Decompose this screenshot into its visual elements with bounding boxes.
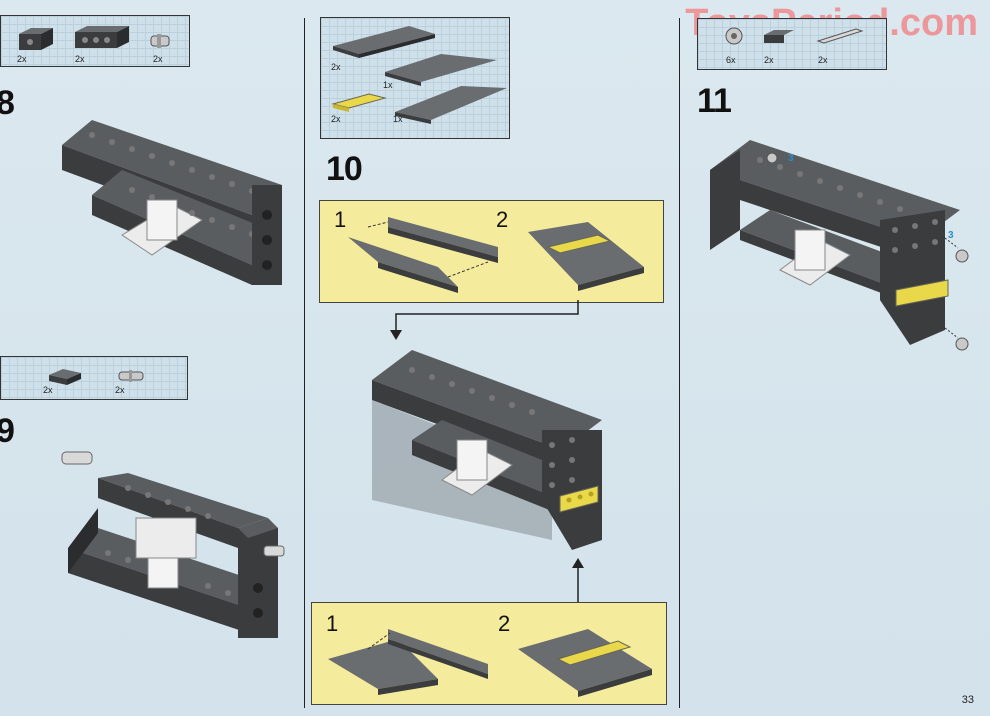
bushing-icon <box>725 27 743 45</box>
substep-bottom-parts <box>328 629 652 697</box>
callout-number: 3 <box>788 153 794 164</box>
qty-label: 2x <box>75 54 85 64</box>
step-number: 10 <box>326 150 363 188</box>
parts-list-step9: 2x 2x <box>0 356 188 400</box>
qty-label: 1x <box>393 114 403 124</box>
wedge-plate-left-icon <box>395 86 507 124</box>
column-divider-right <box>679 18 680 708</box>
substep-box-bottom: 1 2 <box>311 602 667 705</box>
page-number: 33 <box>961 694 974 706</box>
qty-label: 2x <box>764 55 774 65</box>
brick-1x2-icon <box>19 28 53 50</box>
step-number: 8 <box>0 84 15 122</box>
parts-list-step11: 6x 2x 2x <box>697 18 887 70</box>
axle-icon <box>816 28 864 44</box>
step-number: 9 <box>0 412 15 450</box>
substep-top-parts <box>348 217 644 293</box>
wedge-plate-right-icon <box>385 54 497 86</box>
plate-1x4-yellow-icon <box>331 93 387 112</box>
brick-1x4-icon <box>75 26 129 48</box>
parts-list-step8: 2x 2x 2x <box>0 15 190 67</box>
arrow-up-connector <box>572 558 584 604</box>
column-divider-left <box>304 18 305 708</box>
qty-label: 2x <box>43 385 53 395</box>
callout-number: 3 <box>948 230 954 241</box>
substep-number: 2 <box>498 611 511 636</box>
plate-2x6-icon <box>333 26 435 58</box>
arrow-down-connector <box>390 300 579 340</box>
qty-label: 1x <box>383 80 393 90</box>
plate-with-pin-icon <box>49 369 81 385</box>
axle-pin-icon <box>150 34 170 48</box>
parts-list-step10: 2x 1x 2x 1x <box>320 17 510 139</box>
substep-number: 2 <box>496 207 509 232</box>
substep-number: 1 <box>326 611 339 636</box>
assembly-step11 <box>710 140 969 351</box>
qty-label: 2x <box>115 385 125 395</box>
qty-label: 2x <box>17 54 27 64</box>
step-number: 11 <box>697 82 732 120</box>
assembly-step8 <box>62 120 282 285</box>
qty-label: 6x <box>726 55 736 65</box>
qty-label: 2x <box>153 54 163 64</box>
qty-label: 2x <box>331 62 341 72</box>
assembly-step9 <box>61 451 285 638</box>
pin-icon <box>118 370 144 382</box>
assembly-step10 <box>372 350 602 550</box>
qty-label: 2x <box>331 114 341 124</box>
substep-number: 1 <box>334 207 347 232</box>
plate-1x2-icon <box>764 30 794 43</box>
qty-label: 2x <box>818 55 828 65</box>
substep-box-top: 1 2 <box>319 200 664 303</box>
